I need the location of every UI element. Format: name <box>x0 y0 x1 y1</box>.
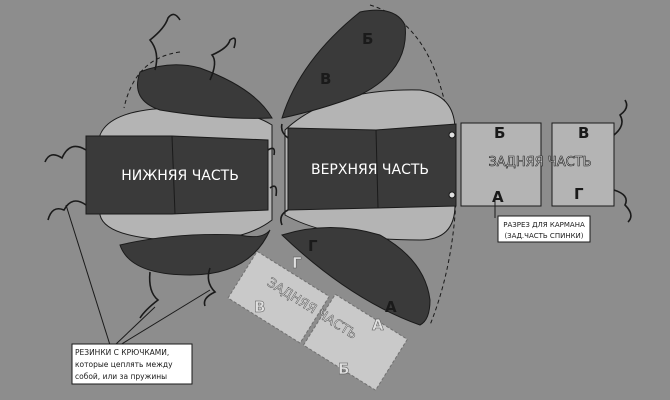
elastic-cord <box>47 200 87 221</box>
flap-lower-bottom <box>119 229 271 276</box>
marker-b-top: Б <box>362 30 373 48</box>
elastic-cord <box>44 145 87 163</box>
marker-back-g: Г <box>574 185 584 203</box>
elastic-cord <box>209 37 237 81</box>
marker-rot-b: Б <box>338 360 349 378</box>
elastic-cords <box>44 13 632 319</box>
marker-v-top: В <box>320 70 331 88</box>
marker-rot-g: Г <box>292 254 302 272</box>
elastic-cord <box>613 99 628 136</box>
marker-back-b: Б <box>494 124 505 142</box>
marker-g-right: Г <box>308 237 318 255</box>
marker-rot-a: А <box>372 316 384 334</box>
pocket-note-line2: (ЗАД.ЧАСТЬ СПИНКИ) <box>504 232 583 240</box>
rotated-back-part <box>227 250 409 391</box>
dashed-outline-top-left <box>123 51 181 109</box>
upper-part-label: ВЕРХНЯЯ ЧАСТЬ <box>311 162 429 178</box>
rivet-bottom <box>448 191 456 199</box>
rivet-top <box>448 131 456 139</box>
flap-upper-bottom <box>281 227 431 326</box>
rotated-back-part-left <box>227 250 330 344</box>
back-part-panel <box>460 122 542 207</box>
pointer-line <box>119 289 211 346</box>
flap-lower-top <box>137 64 273 119</box>
back-part-label: ЗАДНЯЯ ЧАСТЬ <box>488 155 591 170</box>
pocket-note-box <box>497 215 591 243</box>
flap-upper-top <box>281 9 406 119</box>
marker-back-v: В <box>578 124 589 142</box>
elastic-cord <box>613 189 632 223</box>
rotated-back-part-right <box>302 293 409 391</box>
lower-part-label: НИЖНЯЯ ЧАСТЬ <box>121 168 239 184</box>
elastic-note-line2: которые цеплять между <box>75 360 173 369</box>
pointer-line <box>114 306 156 346</box>
marker-back-a: А <box>492 188 504 206</box>
elastic-cord <box>203 267 217 307</box>
elastic-cord <box>148 13 181 71</box>
elastic-cord <box>280 209 289 226</box>
elastic-cord <box>280 123 289 139</box>
elastic-note-line3: собой, или за пружины <box>75 372 167 381</box>
elastic-note-line1: РЕЗИНКИ С КРЮЧКАМИ, <box>75 348 169 357</box>
marker-a-right: А <box>385 298 397 316</box>
elastic-cord <box>267 147 276 156</box>
lower-part-seam <box>171 135 176 215</box>
pointer-line <box>65 204 111 346</box>
elastic-cord <box>269 185 278 197</box>
elastic-note-box <box>71 343 193 385</box>
marker-rot-v: В <box>254 298 265 316</box>
upper-part-seam <box>375 129 379 209</box>
elastic-cord <box>139 271 160 319</box>
pocket-note-line1: РАЗРЕЗ ДЛЯ КАРМАНА <box>503 221 585 229</box>
pointer-lines <box>65 195 496 346</box>
back-part-pocket-panel <box>551 122 615 207</box>
